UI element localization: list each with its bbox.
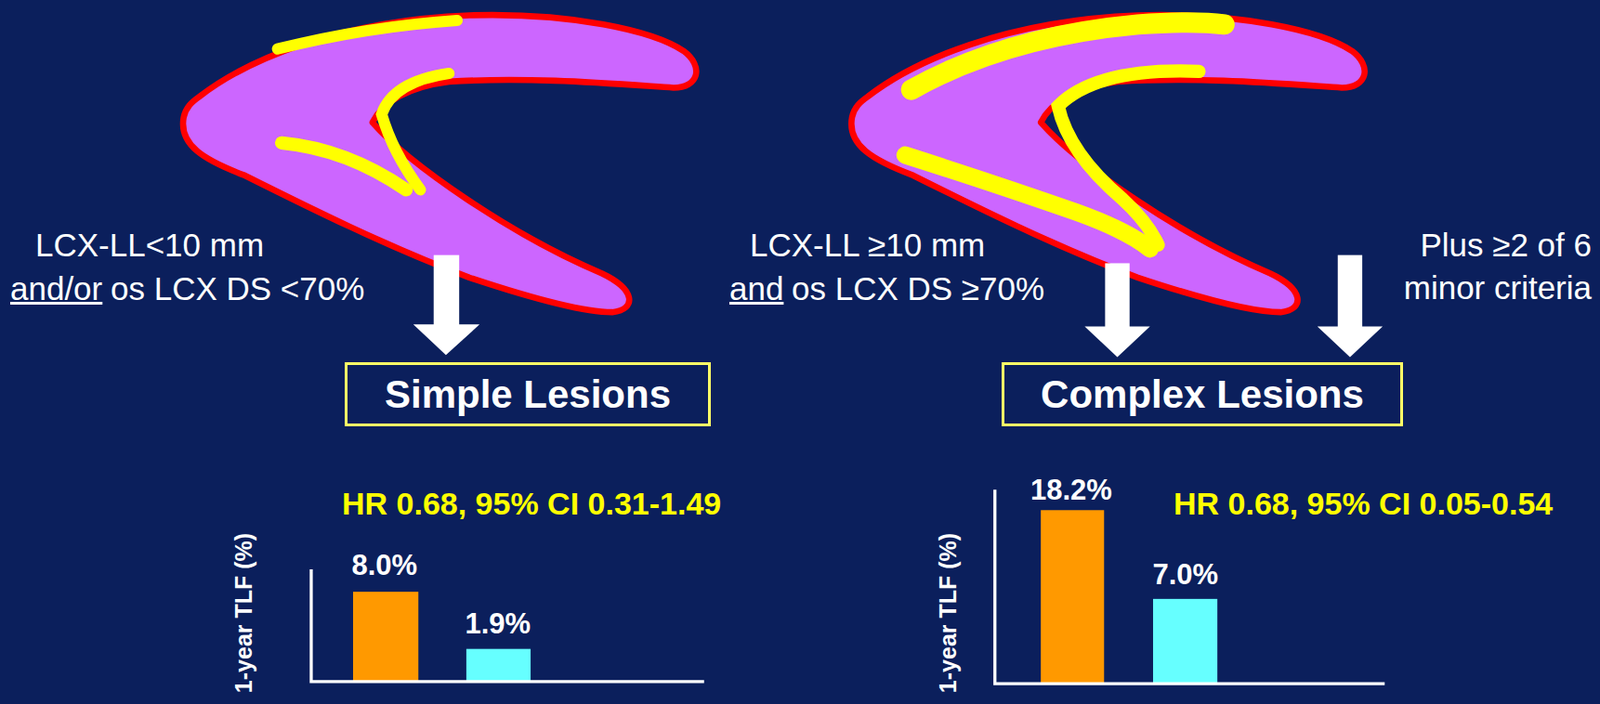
arrow-head <box>1084 327 1150 358</box>
bar-value: 7.0% <box>1153 557 1220 593</box>
bar <box>353 591 419 682</box>
criterion-text: os LCX DS ≥70% <box>791 267 1045 311</box>
bar <box>1153 599 1218 684</box>
plaque <box>277 20 458 50</box>
arrow-shaft <box>1337 255 1363 329</box>
axis-label: 1-year TLF (%) <box>229 533 258 694</box>
simple-chart <box>311 569 705 682</box>
box-title: Simple Lesions <box>384 371 671 419</box>
lesion-class-box: Simple Lesions <box>344 362 711 427</box>
criterion-conjunction: and/or <box>10 267 103 311</box>
criterion-conjunction: and <box>729 267 784 311</box>
axis-label: 1-year TLF (%) <box>933 533 962 694</box>
bar-value: 18.2% <box>1030 472 1113 509</box>
chart-axis <box>311 569 705 682</box>
lesion-class-box: Complex Lesions <box>1001 362 1404 427</box>
bar <box>1040 510 1104 684</box>
bar <box>466 649 531 682</box>
criterion-text: Plus ≥2 of 6 minor criteria <box>1359 223 1592 310</box>
hazard-ratio: HR 0.68, 95% CI 0.05-0.54 <box>1173 485 1553 523</box>
criterion-text: os LCX DS <70% <box>110 267 365 311</box>
plaque <box>911 22 1225 91</box>
arrow-head <box>1317 327 1383 358</box>
criterion-text: LCX-LL<10 mm <box>35 223 264 267</box>
plaque <box>381 73 449 190</box>
bar-value: 1.9% <box>465 606 532 643</box>
arrow-shaft <box>1104 262 1129 328</box>
box-title: Complex Lesions <box>1040 371 1364 419</box>
arrows <box>413 255 1383 358</box>
arrow-head <box>413 324 480 355</box>
bar-value: 8.0% <box>352 548 419 584</box>
hazard-ratio: HR 0.68, 95% CI 0.31-1.49 <box>341 485 722 523</box>
arrow-shaft <box>433 255 460 328</box>
criterion-text: LCX-LL ≥10 mm <box>749 223 985 267</box>
plaque <box>281 143 407 191</box>
